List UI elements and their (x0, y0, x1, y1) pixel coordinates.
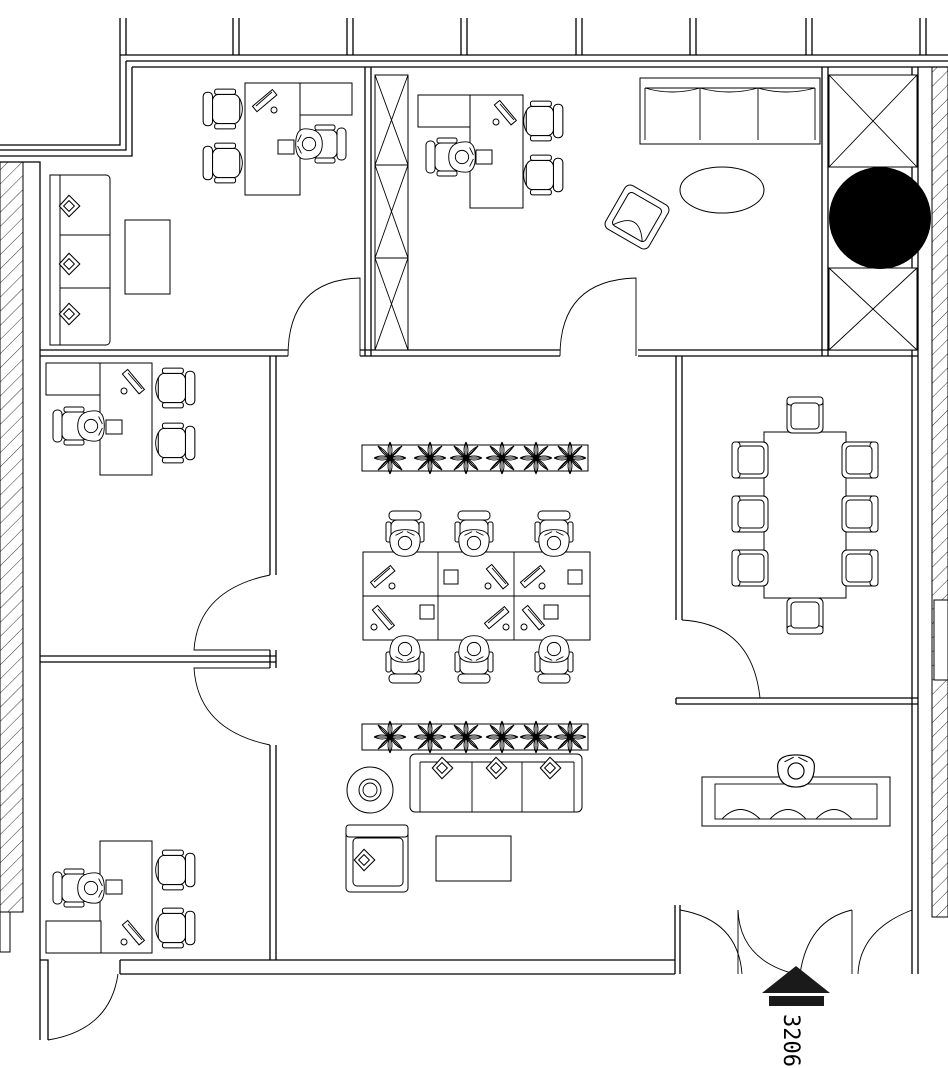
chair-icon (523, 154, 564, 196)
plant-icon (553, 720, 587, 754)
armchair-icon (604, 184, 670, 250)
person-icon (458, 635, 490, 663)
chair-icon (731, 549, 769, 587)
entrance-arrow-icon (762, 966, 830, 993)
chair-icon (155, 849, 196, 891)
desk (99, 840, 153, 954)
coffee-table (124, 219, 171, 295)
person-icon (538, 635, 570, 663)
office-left-bottom (45, 840, 196, 954)
plant-icon (519, 441, 553, 475)
interior-walls (0, 67, 948, 960)
chair-icon (731, 441, 769, 479)
desk (244, 82, 301, 196)
oval-table (679, 166, 765, 214)
desk-return (45, 920, 102, 954)
plant-icon (485, 720, 519, 754)
plant-icon (373, 720, 407, 754)
chair-icon (155, 422, 196, 464)
plant-icon (373, 441, 407, 475)
person-icon (77, 410, 105, 442)
plant-icon (413, 720, 447, 754)
person-icon (538, 529, 570, 557)
person-icon (295, 128, 323, 160)
chair-icon (731, 495, 769, 533)
office-left-middle (45, 362, 196, 476)
open-office (345, 441, 591, 893)
conference-table (763, 431, 847, 599)
plant-icon (553, 441, 587, 475)
conference-room (731, 396, 879, 635)
entrance-marker: 3206 (762, 966, 830, 1067)
plant-icon (449, 441, 483, 475)
person-icon (448, 141, 476, 173)
plant-icon (413, 441, 447, 475)
column-icon (829, 167, 931, 269)
office-top-left (49, 82, 353, 346)
person-icon (77, 872, 105, 904)
person-icon (389, 635, 421, 663)
chair-icon (523, 100, 564, 142)
chair-icon (841, 495, 879, 533)
plant-icon (449, 720, 483, 754)
chair-icon (155, 907, 196, 949)
chair-icon (202, 88, 243, 130)
exterior-walls (0, 18, 948, 1040)
desk (99, 362, 153, 476)
person-icon (777, 754, 815, 788)
chair-icon (786, 597, 824, 635)
person-icon (458, 529, 490, 557)
reception (701, 754, 891, 827)
desk-return (417, 94, 471, 128)
plant-icon (485, 441, 519, 475)
storage-shaft (828, 74, 931, 351)
chair-icon (786, 396, 824, 434)
chair-icon (202, 142, 243, 184)
doors (47, 277, 913, 1041)
person-icon (389, 529, 421, 557)
chair-icon (155, 367, 196, 409)
desk-return (299, 82, 353, 116)
plant-icon (519, 720, 553, 754)
lobby-table (435, 835, 512, 882)
chair-icon (841, 441, 879, 479)
desk-return (45, 362, 102, 396)
chair-icon (841, 549, 879, 587)
sofa-top (639, 77, 821, 145)
entrance-label: 3206 (778, 1014, 803, 1067)
office-top-middle (374, 74, 821, 351)
